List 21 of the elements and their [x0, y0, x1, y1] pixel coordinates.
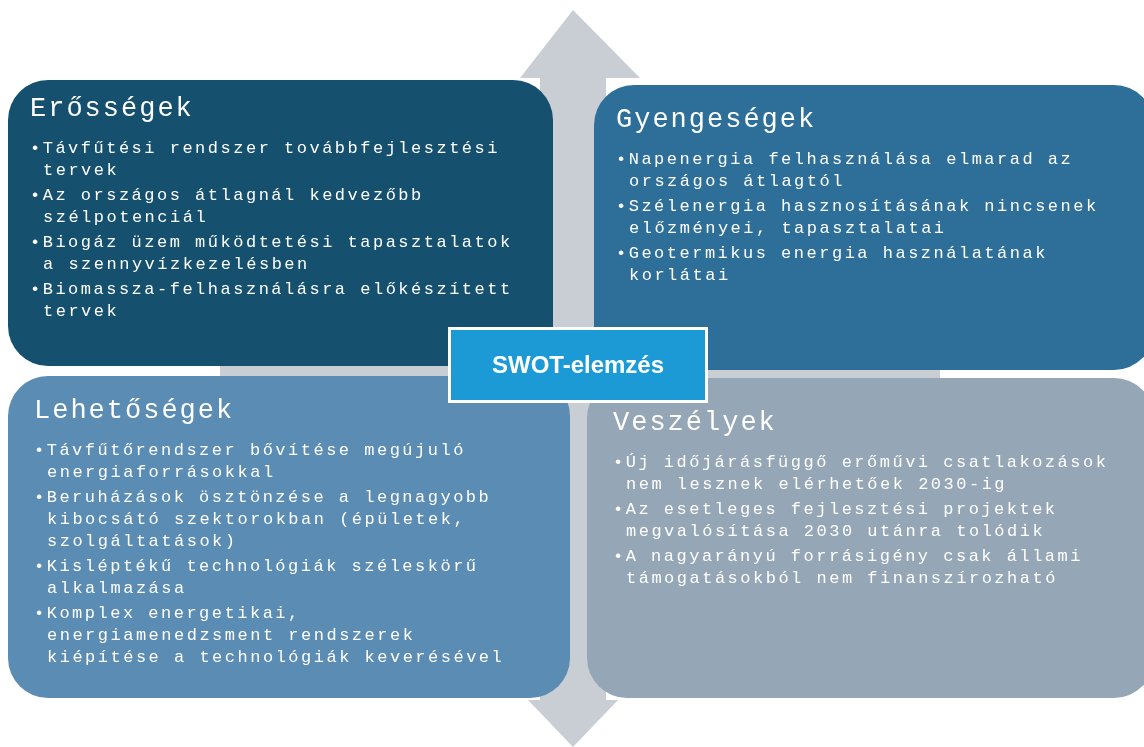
bullet-item: •Komplex energetikai, energiamenedzsment rendszerek kiépítése a technológiák keverésével	[34, 603, 506, 669]
bullet-item: •Az esetleges fejlesztési projektek megvalósítása 2030 utánra tolódik	[613, 499, 1059, 543]
bullet-item: •Távfűtőrendszer bővítése megújuló energiaforrásokkal	[34, 440, 467, 484]
bullet-item: •Beruházások ösztönzése a legnagyobb kibocsátó szektorokban (épületek, szolgáltatások)	[34, 487, 493, 553]
panel-heading: Veszélyek	[613, 408, 778, 438]
threats-panel	[587, 378, 1144, 698]
panel-heading: Gyengeségek	[616, 105, 818, 135]
bullet-item: •Napenergia felhasználása elmarad az országos átlagtól	[616, 149, 1075, 193]
bullet-item: •Új időjárásfüggő erőművi csatlakozások nem lesznek elérhetőek 2030-ig	[613, 452, 1110, 496]
bullet-item: •Az országos átlagnál kedvezőbb szélpotenciál	[30, 185, 425, 229]
opportunities-panel	[8, 376, 570, 698]
bullet-item: •Kisléptékű technológiák széleskörű alkalmazása	[34, 556, 480, 600]
title-box: SWOT-elemzés	[448, 327, 708, 403]
bullet-item: •Távfűtési rendszer továbbfejlesztési tervek	[30, 138, 501, 182]
bullet-item: •Biomassza-felhasználásra előkészített tervek	[30, 279, 514, 323]
bullet-item: •Biogáz üzem működtetési tapasztalatok a szennyvízkezelésben	[30, 232, 514, 276]
panel-heading: Lehetőségek	[34, 396, 236, 426]
bullet-item: •Geotermikus energia használatának korlátai	[616, 243, 1049, 287]
bullet-item: •Szélenergia hasznosításának nincsenek előzményei, tapasztalatai	[616, 196, 1100, 240]
panel-heading: Erősségek	[30, 94, 195, 124]
bullet-item: •A nagyarányú forrásigény csak állami támogatásokból nem finanszírozható	[613, 546, 1084, 590]
